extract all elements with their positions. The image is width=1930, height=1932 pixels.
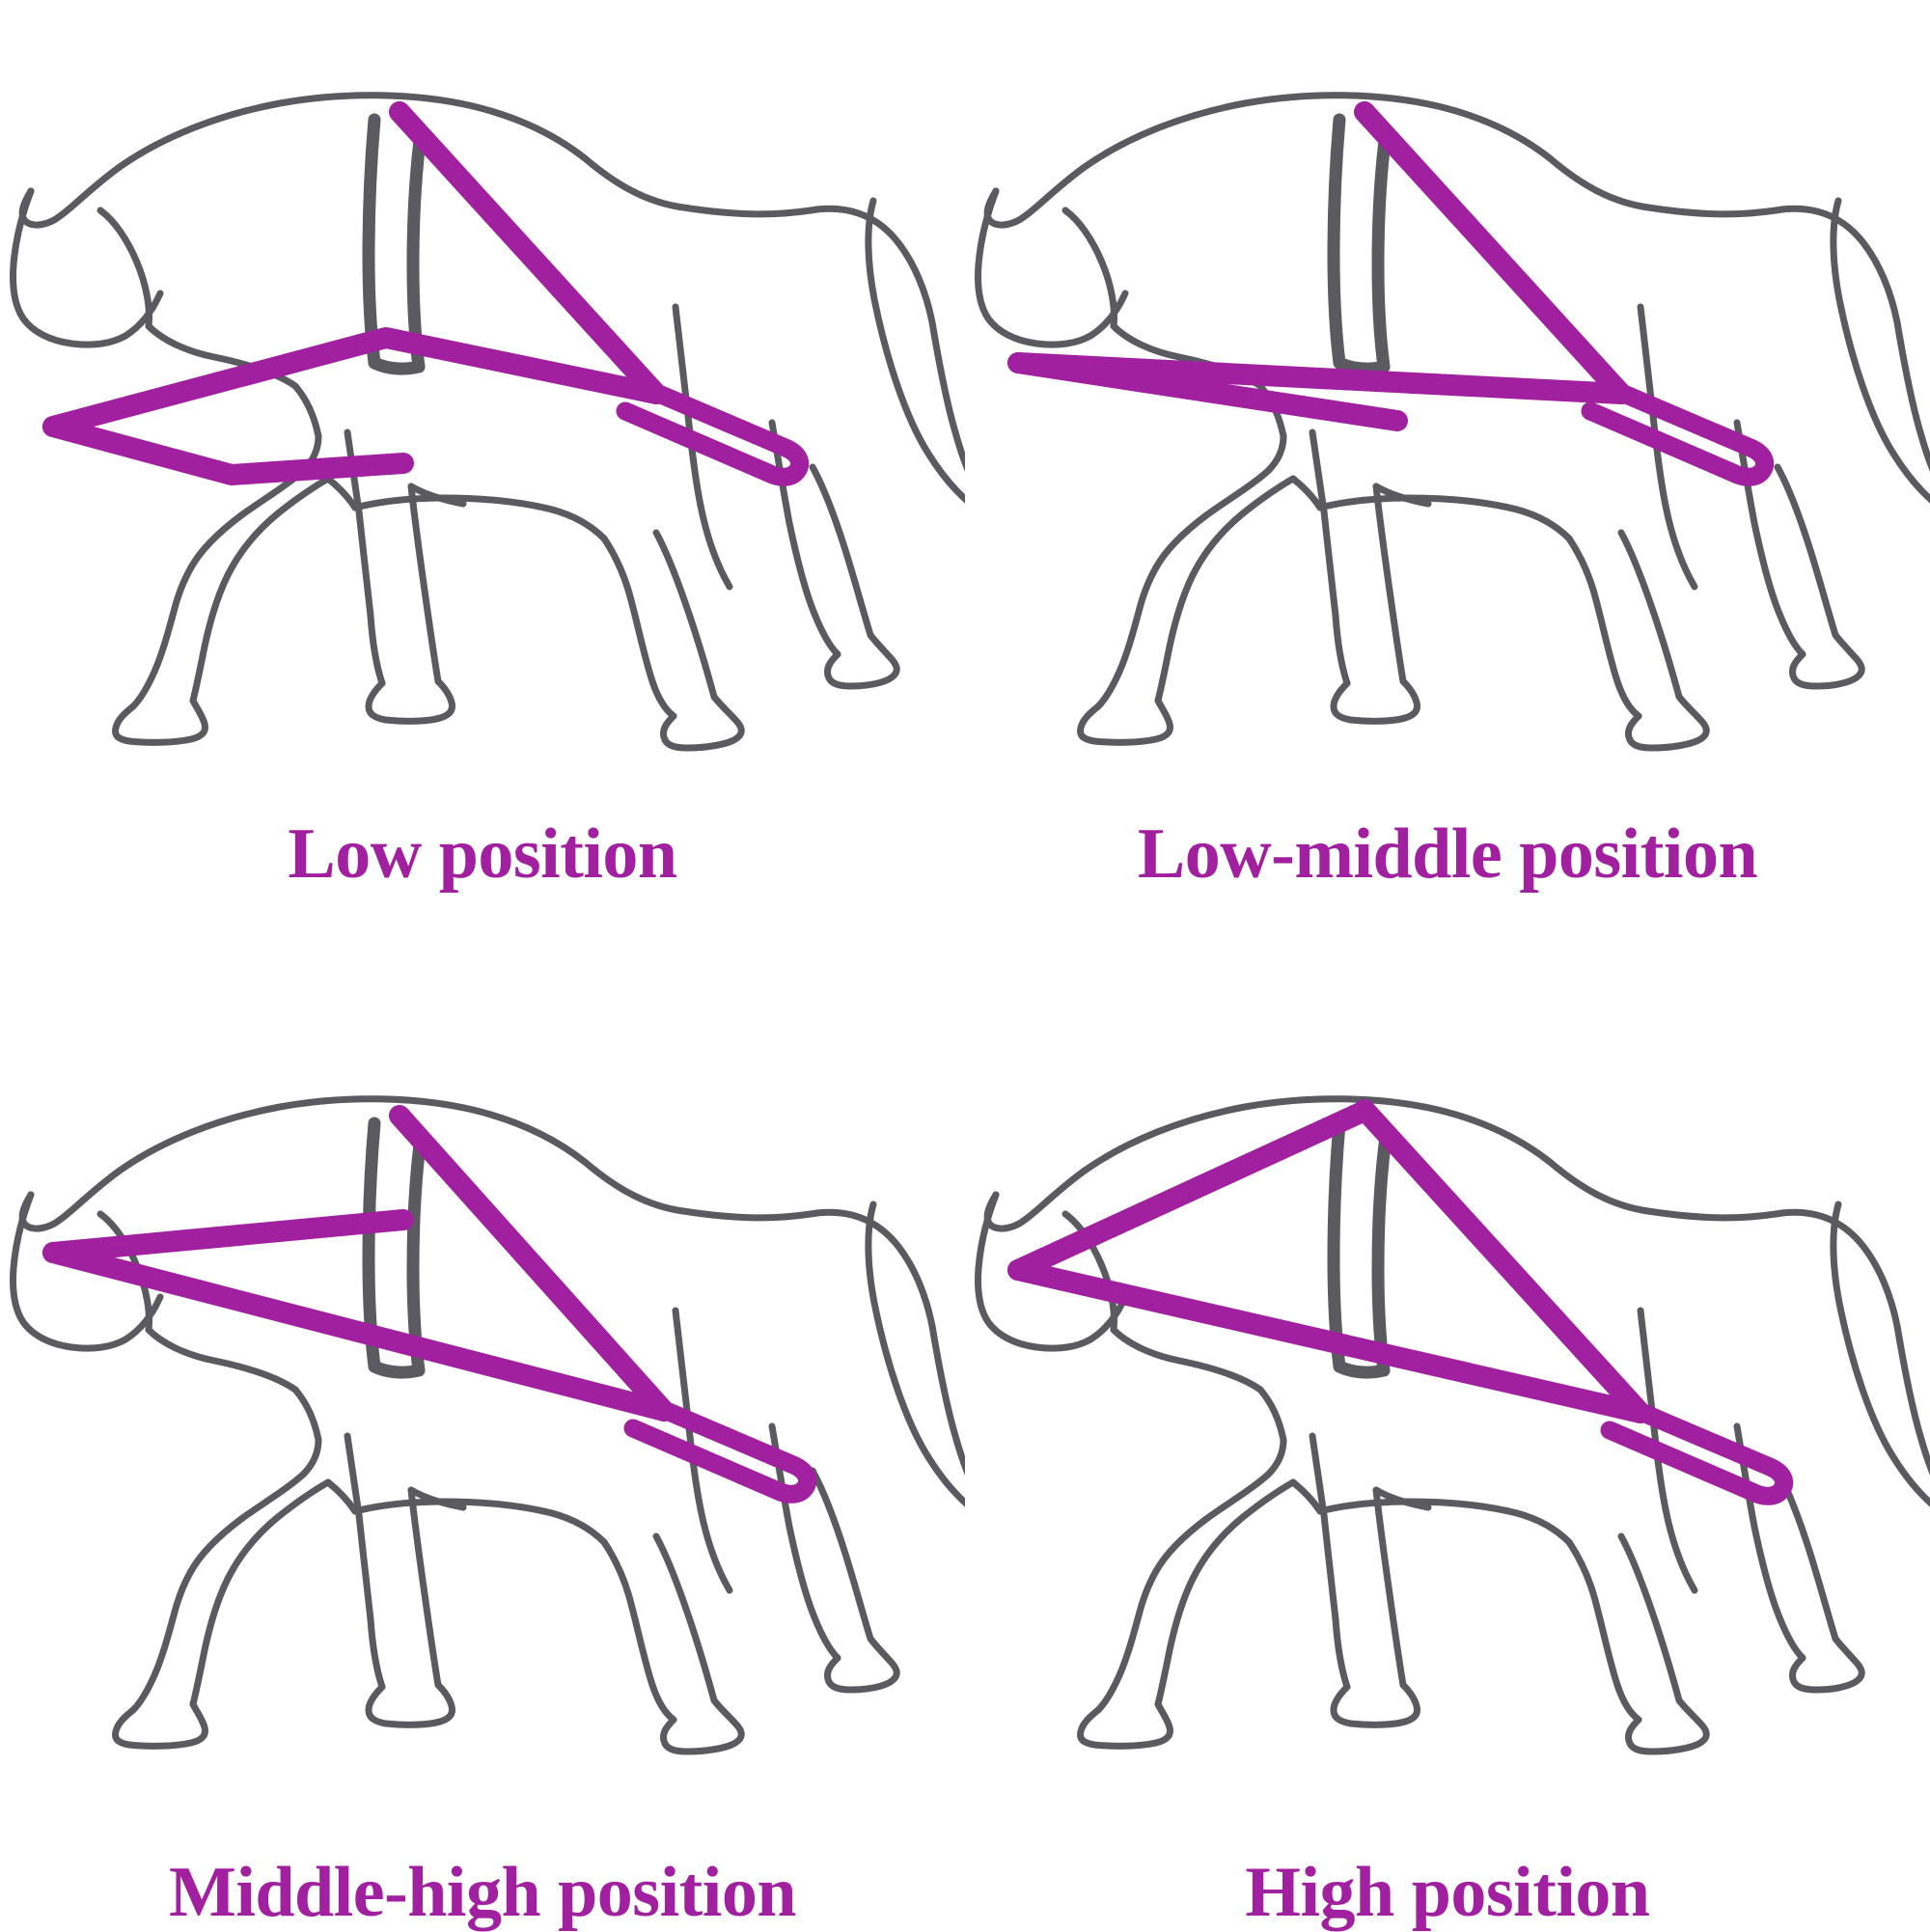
panel-caption-high: High position [1245,1853,1650,1932]
horse-silhouette-icon [10,1095,965,1755]
panel-caption-low-middle: Low-middle position [1137,814,1758,894]
horse-silhouette-icon [975,92,1930,752]
horse-diagram-high [975,1095,1930,1755]
rein-handle-loop-icon [623,1394,817,1504]
rein-handle-loop-icon [1600,1395,1794,1505]
rein-handle-loop-icon [616,376,810,486]
panel-caption-middle-high: Middle-high position [168,1853,797,1932]
rein-line-icon [42,101,667,485]
horse-diagram-low-middle [975,92,1930,752]
panel-middle-high-position: Middle-high position [0,965,965,1930]
horse-diagram-middle-high [10,1095,965,1755]
rein-line-icon [1007,101,1632,431]
rein-line-icon [1007,1099,1651,1423]
horse-diagram-low [10,92,965,752]
horse-silhouette-icon [10,92,965,752]
panel-caption-low: Low position [288,814,677,894]
rein-handle-loop-icon [1581,376,1775,486]
rein-line-icon [42,1105,675,1421]
horse-silhouette-icon [975,1095,1930,1755]
surcingle-icon [1327,113,1392,375]
panel-low-position: Low position [0,0,965,965]
panel-low-middle-position: Low-middle position [965,0,1930,965]
panel-high-position: High position [965,965,1930,1930]
